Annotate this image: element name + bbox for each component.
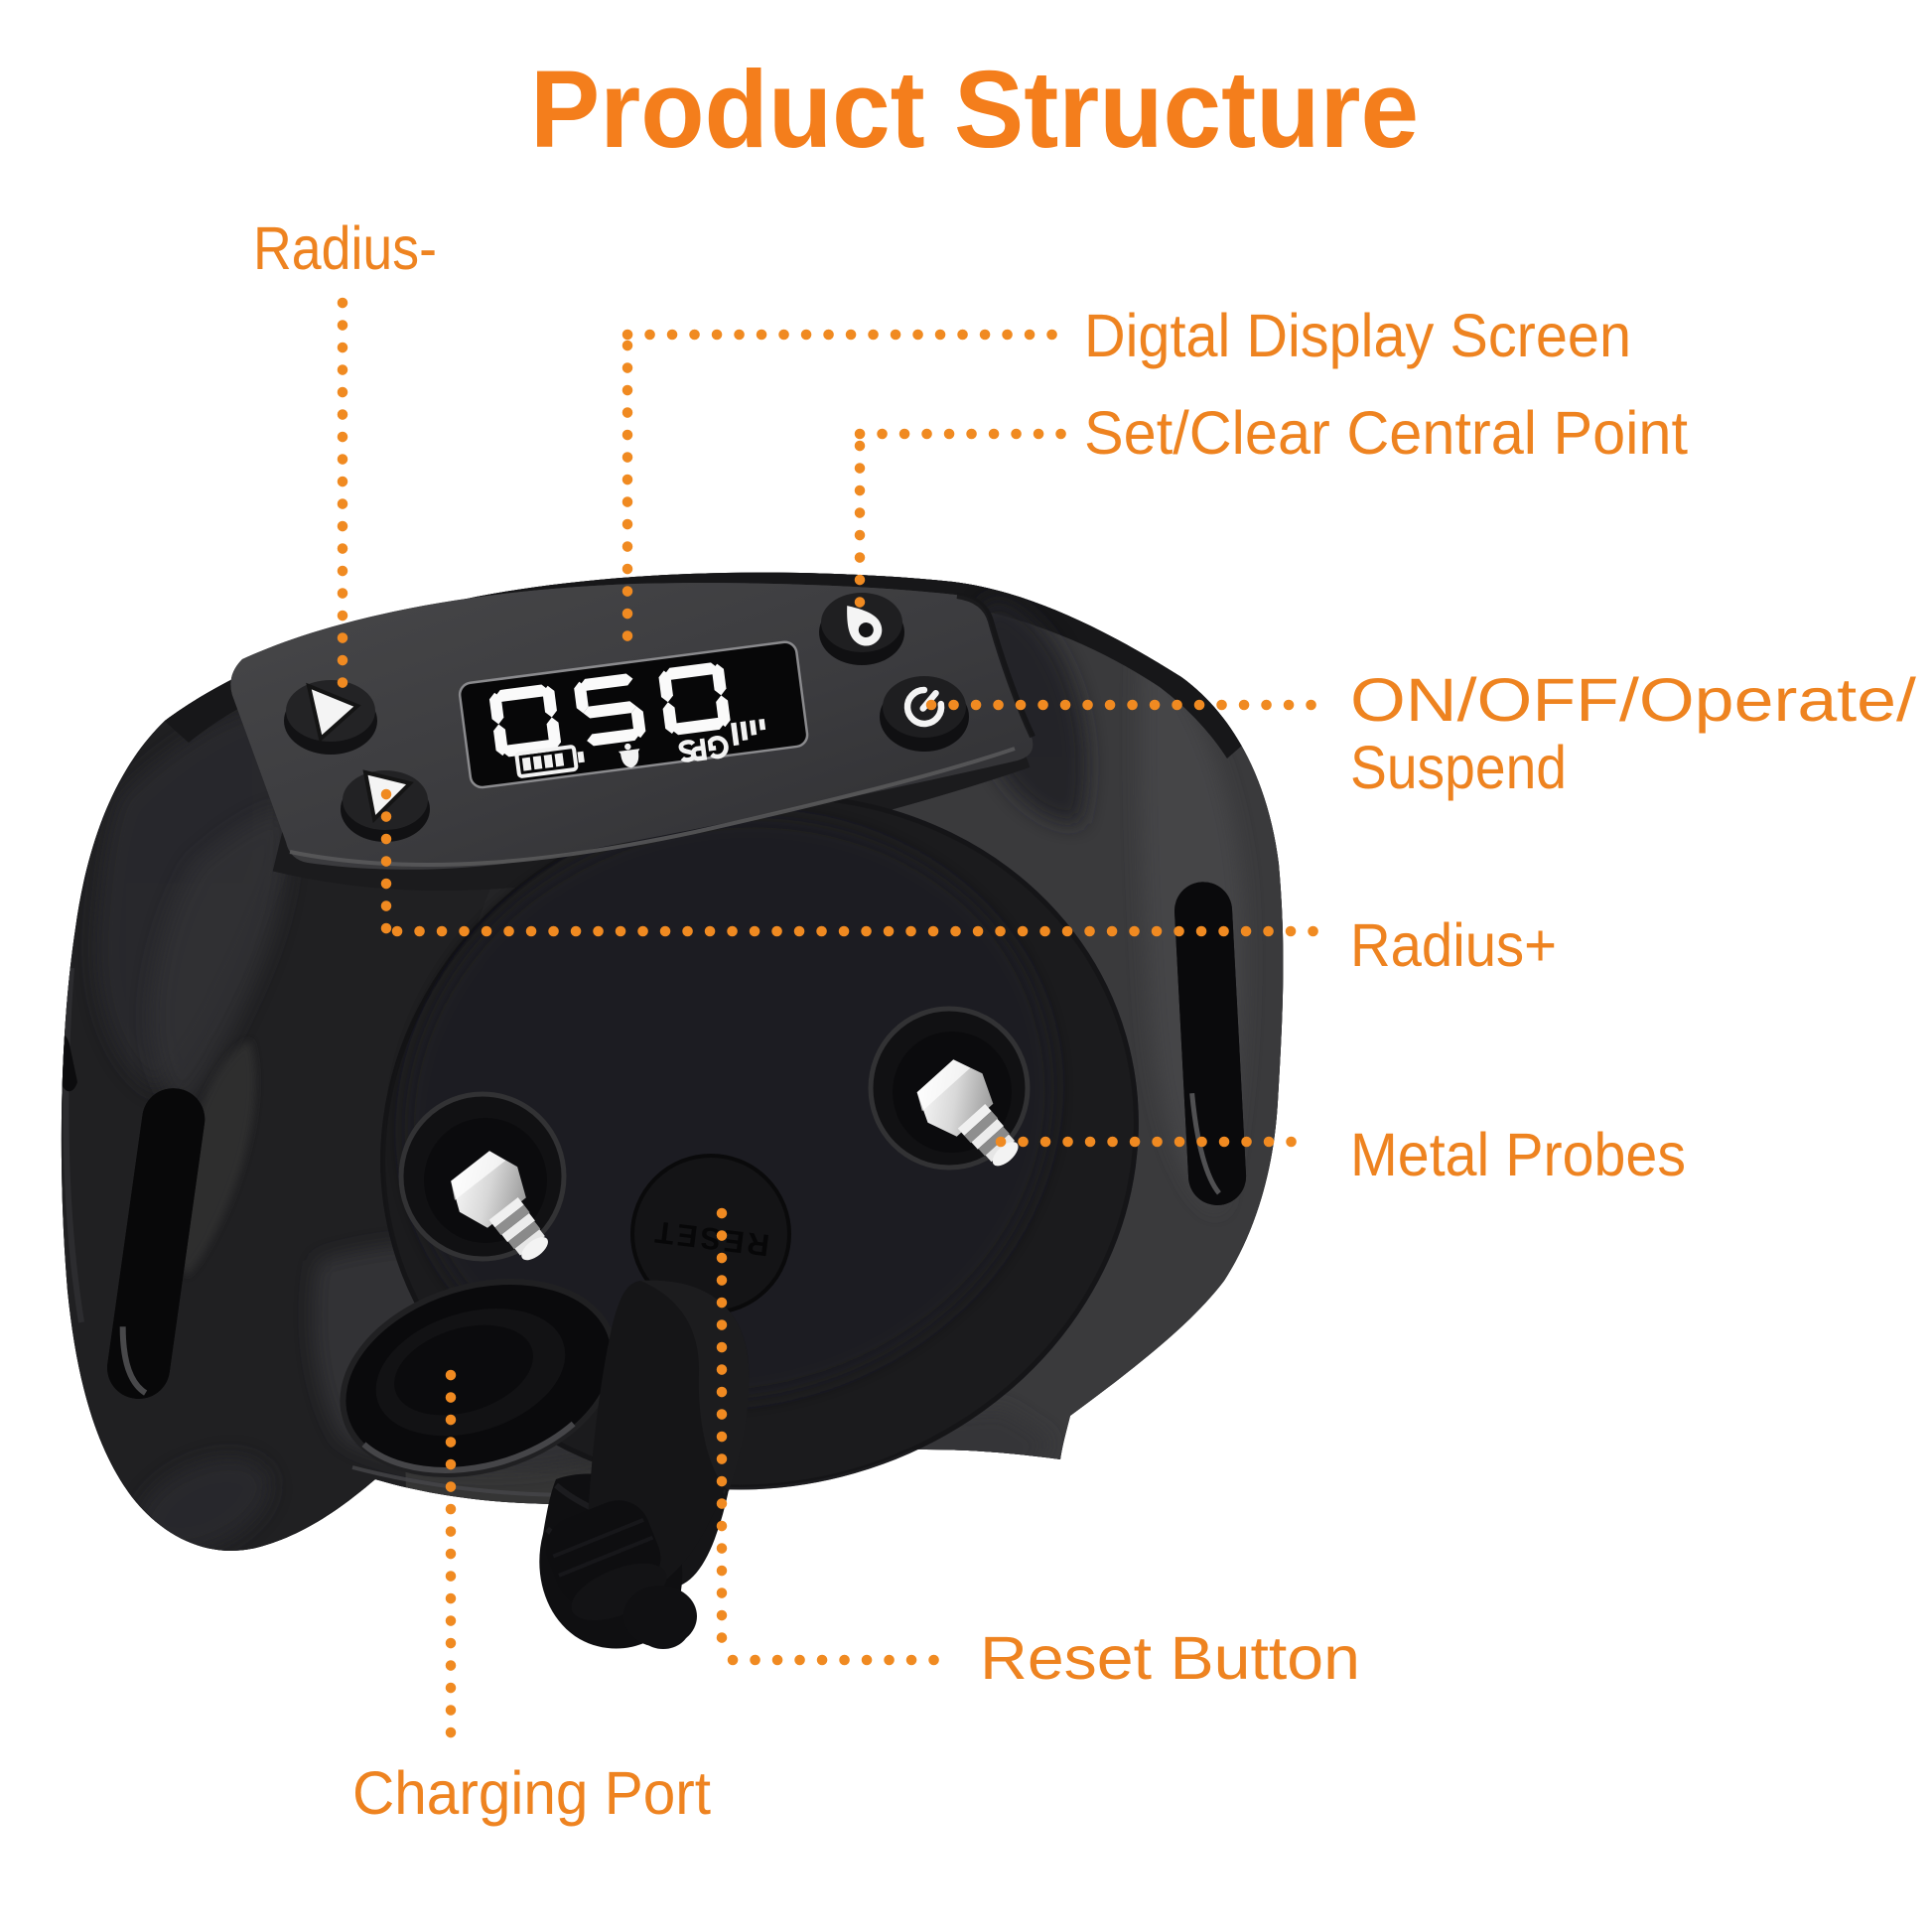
svg-text:Suspend: Suspend	[1350, 734, 1567, 801]
svg-text:Radius-: Radius-	[253, 214, 437, 282]
svg-text:Reset Button: Reset Button	[980, 1624, 1360, 1692]
svg-text:Charging Port: Charging Port	[352, 1759, 711, 1827]
svg-text:Digtal Display Screen: Digtal Display Screen	[1084, 302, 1631, 369]
svg-text:Metal Probes: Metal Probes	[1350, 1121, 1686, 1188]
svg-text:Product Structure: Product Structure	[530, 49, 1419, 171]
svg-text:Radius+: Radius+	[1350, 911, 1557, 979]
svg-text:ON/OFF/Operate/: ON/OFF/Operate/	[1350, 666, 1916, 734]
svg-text:Set/Clear Central Point: Set/Clear Central Point	[1084, 399, 1688, 467]
